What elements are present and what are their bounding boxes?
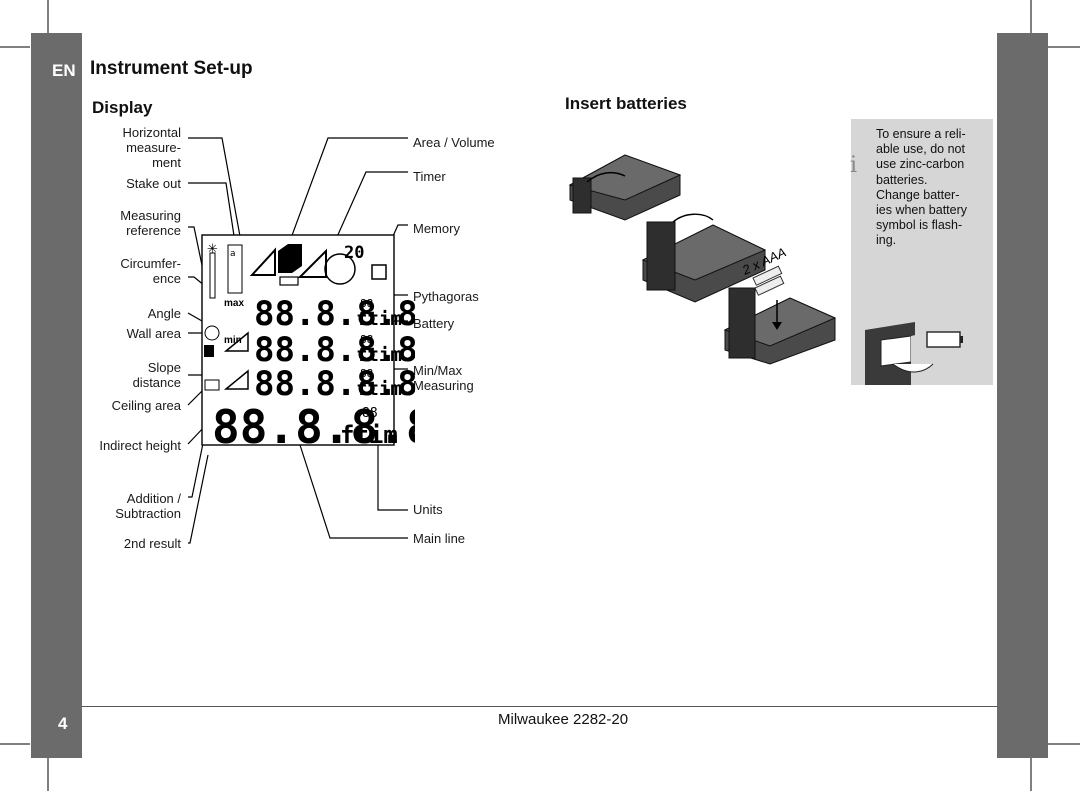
label-area-volume: Area / Volume bbox=[413, 135, 495, 150]
lcd-unit-3: ftim bbox=[356, 378, 402, 400]
label-wall-area: Wall area bbox=[126, 326, 181, 341]
page-title: Instrument Set-up bbox=[90, 58, 253, 79]
lcd-digit-lines: 88.8.8.8 ftim 88 88.8.8.8 ftim 88 88.8.8… bbox=[212, 294, 415, 454]
info-icon: i bbox=[850, 153, 858, 178]
label-battery: Battery bbox=[413, 316, 455, 331]
label-main-line: Main line bbox=[413, 531, 466, 546]
device-cover-open: 2 x AAA bbox=[641, 213, 788, 303]
footer-model: Milwaukee 2282-20 bbox=[498, 711, 629, 728]
label-min-max-measuring: Min/Max Measuring bbox=[413, 363, 474, 393]
label-slope-distance: Slope distance bbox=[132, 360, 181, 390]
lcd-small-1: 88 bbox=[360, 297, 373, 310]
page-number: 4 bbox=[58, 714, 68, 733]
lcd-display-diagram: ✳ a 20 max min 88.8.8.8 ftim 88 88.8.8.8… bbox=[187, 137, 415, 544]
label-memory: Memory bbox=[413, 221, 460, 236]
label-timer: Timer bbox=[413, 169, 446, 184]
language-tag: EN bbox=[52, 61, 76, 80]
label-horizontal-measurement: Horizontal measure- ment bbox=[122, 125, 181, 170]
battery-warning-text: To ensure a reli- able use, do not use z… bbox=[876, 127, 968, 248]
svg-text:✳: ✳ bbox=[207, 242, 218, 257]
lcd-a-label: a bbox=[230, 249, 236, 259]
label-measuring-reference: Measuring reference bbox=[120, 208, 181, 238]
label-stake-out: Stake out bbox=[126, 176, 181, 191]
lcd-main-line: 88.8.8.8 bbox=[212, 400, 415, 454]
lcd-min-label: min bbox=[224, 335, 242, 346]
label-addition-subtraction: Addition / Subtraction bbox=[115, 491, 181, 521]
label-2nd-result: 2nd result bbox=[123, 536, 181, 551]
lcd-main-unit: ftim bbox=[340, 421, 398, 449]
lcd-unit-1: ftim bbox=[356, 308, 402, 330]
lcd-line-2: 88.8.8.8 bbox=[254, 330, 415, 370]
lcd-line-3: 88.8.8.8 bbox=[254, 364, 415, 404]
lcd-unit-2: ftim bbox=[356, 344, 402, 366]
left-side-tab bbox=[31, 33, 82, 758]
lcd-small-2: 88 bbox=[360, 333, 373, 346]
label-units: Units bbox=[413, 502, 443, 517]
lcd-max-label: max bbox=[224, 298, 244, 309]
svg-text:20: 20 bbox=[344, 243, 364, 263]
lcd-icons: ✳ a 20 max min bbox=[204, 242, 387, 391]
device-closed bbox=[568, 154, 682, 221]
leader-lines bbox=[187, 137, 408, 544]
battery-insertion-diagram: 2 x AAA bbox=[568, 154, 837, 365]
display-heading: Display bbox=[92, 98, 153, 117]
label-indirect-height: Indirect height bbox=[99, 438, 181, 453]
label-pythagoras: Pythagoras bbox=[413, 289, 479, 304]
label-circumference: Circumfer- ence bbox=[120, 256, 181, 286]
device-batteries-inserted bbox=[723, 287, 837, 365]
lcd-main-small: 88 bbox=[362, 406, 378, 421]
lcd-line-1: 88.8.8.8 bbox=[254, 294, 415, 334]
right-side-tab bbox=[997, 33, 1048, 758]
lcd-small-3: 88 bbox=[360, 367, 373, 380]
label-ceiling-area: Ceiling area bbox=[111, 398, 181, 413]
batteries-heading: Insert batteries bbox=[565, 94, 687, 113]
label-angle: Angle bbox=[147, 306, 181, 321]
footer-rule bbox=[82, 706, 997, 707]
device-screen-battery-illustration bbox=[865, 322, 993, 385]
